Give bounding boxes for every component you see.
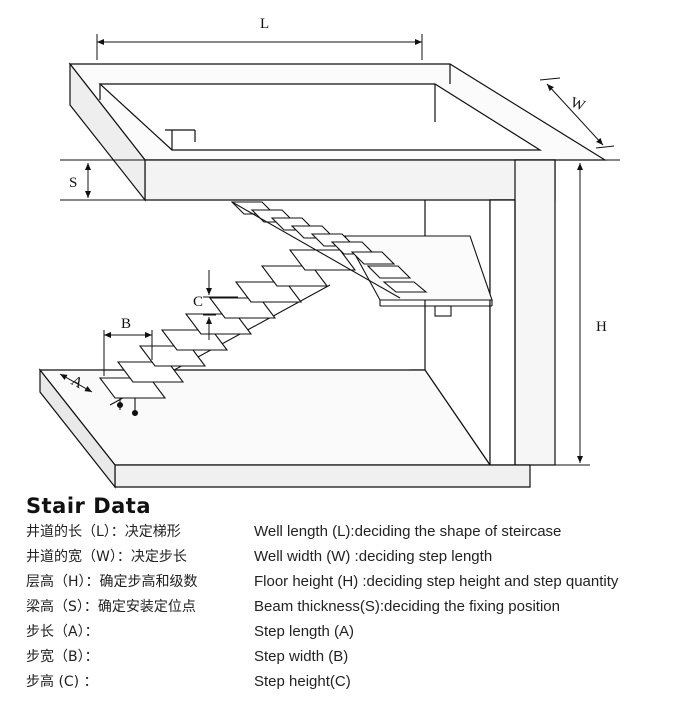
- well-frame: [38, 62, 608, 489]
- legend-row-en: Beam thickness(S):deciding the fixing po…: [254, 598, 560, 615]
- staircase: [98, 201, 493, 417]
- dimension-label-S: S: [69, 175, 77, 191]
- dimension-label-C: C: [193, 294, 203, 310]
- legend-row-step-length: 步长（A）： Step length (A): [0, 620, 694, 644]
- legend-row-well-length: 井道的长（L）：决定梯形 Well length (L):deciding th…: [0, 520, 694, 544]
- legend-title: Stair Data: [26, 494, 152, 518]
- legend-row-step-height: 步高 (C) ： Step height(C): [0, 670, 694, 694]
- dimension-label-H: H: [596, 319, 607, 335]
- legend-row-en: Step length (A): [254, 623, 355, 640]
- legend-row-step-width: 步宽（B）： Step width (B): [0, 645, 694, 669]
- dimension-label-W: W: [568, 95, 588, 115]
- legend-row-zh: 梁高（S）：确定安装定位点: [26, 599, 196, 615]
- legend-row-en: Floor height (H) :deciding step height a…: [254, 573, 619, 590]
- legend-row-zh: 井道的长（L）：决定梯形: [26, 524, 181, 540]
- stair-well-diagram: L W S H B C A: [38, 16, 620, 489]
- legend-row-well-width: 井道的宽（W）：决定步长 Well width (W) :deciding st…: [0, 545, 694, 569]
- legend-row-zh: 步宽（B）：: [26, 649, 99, 665]
- legend-row-floor-height: 层高（H）：确定步高和级数 Floor height (H) :deciding…: [0, 570, 694, 594]
- legend-row-en: Well width (W) :deciding step length: [254, 548, 493, 565]
- legend-row-en: Well length (L):deciding the shape of st…: [254, 523, 562, 540]
- legend-row-zh: 层高（H）：确定步高和级数: [26, 574, 198, 590]
- legend-row-en: Step height(C): [254, 673, 351, 690]
- dimension-lines: [59, 34, 620, 466]
- legend-row-zh: 步高 (C) ：: [26, 674, 98, 690]
- legend-row-beam-thickness: 梁高（S）：确定安装定位点 Beam thickness(S):deciding…: [0, 595, 694, 619]
- legend-row-zh: 步长（A）：: [26, 624, 99, 640]
- dimension-label-L: L: [260, 16, 269, 32]
- legend-row-en: Step width (B): [254, 648, 349, 665]
- legend-row-zh: 井道的宽（W）：决定步长: [26, 549, 187, 565]
- dimension-label-B: B: [121, 316, 131, 332]
